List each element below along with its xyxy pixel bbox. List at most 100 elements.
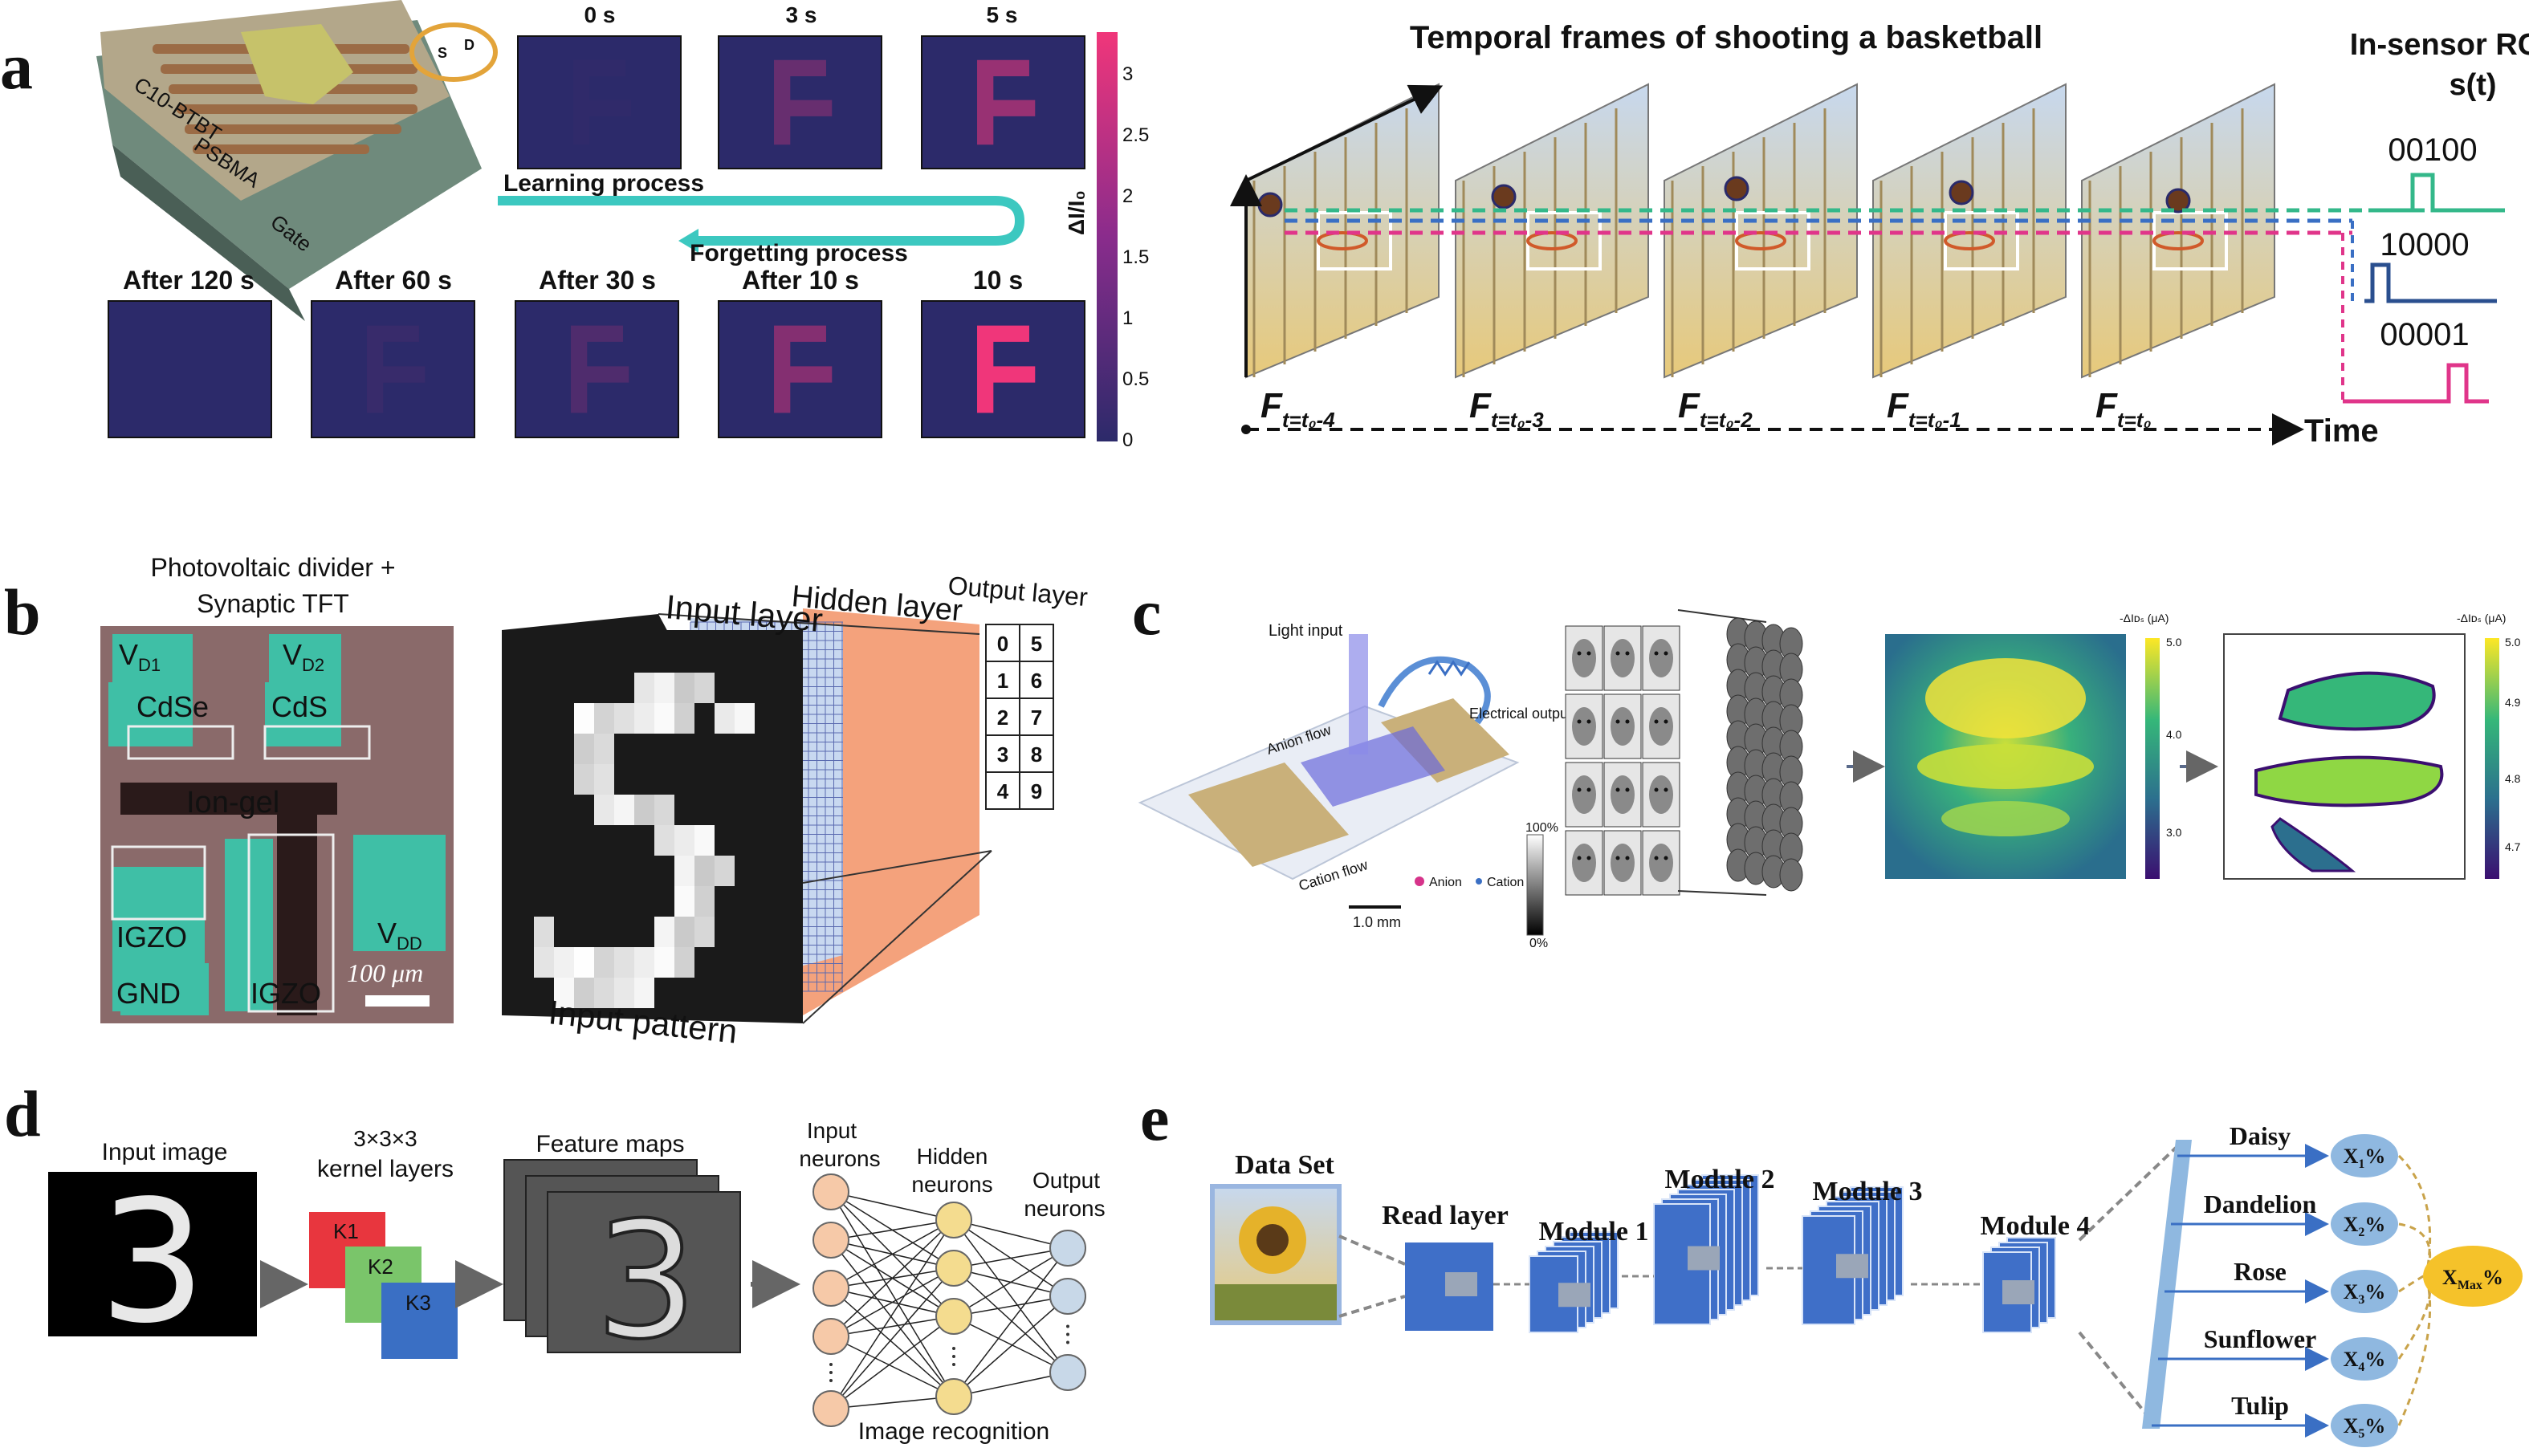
face-shape (1611, 844, 1635, 882)
hidden-neurons-line2: neurons (911, 1172, 992, 1197)
module-1-label: Module 1 (1539, 1217, 1649, 1247)
digit-pixel (534, 947, 554, 978)
nn-connection (830, 1267, 955, 1409)
neuron (935, 1202, 972, 1238)
digit-pixel (554, 978, 574, 1008)
face-eye (1664, 719, 1668, 724)
face-shape (1572, 639, 1596, 677)
face-eye (1586, 651, 1591, 656)
light-input-label: Light input (1269, 622, 1343, 640)
x-prefix: X (2344, 1348, 2359, 1371)
time-label-10s: 10 s (973, 266, 1023, 295)
hoop (1944, 231, 1995, 250)
segment-colorbar (2485, 638, 2499, 879)
x-percent: % (2364, 1213, 2385, 1236)
module-1-window (1558, 1283, 1590, 1308)
basketball (1257, 192, 1283, 218)
time-label-0s: 0 s (584, 2, 616, 27)
nn-connection (830, 1316, 955, 1337)
face-eye (1625, 719, 1630, 724)
nn-connection (830, 1191, 955, 1397)
ellipsis-dot (1066, 1324, 1069, 1328)
class-output-node (2331, 1404, 2398, 1447)
digit-pixel (634, 703, 654, 734)
basketball-title: Temporal frames of shooting a basketball (1410, 20, 2042, 55)
digit-pixel (694, 856, 715, 886)
forgetting-process-label: Forgetting process (690, 240, 908, 266)
colorbar-tick: 2 (1122, 185, 1133, 207)
digit-pixel (654, 673, 674, 703)
class-output-node (2331, 1202, 2398, 1246)
digit-pixel (674, 917, 694, 947)
face-eye (1654, 856, 1659, 860)
face-eye (1577, 719, 1582, 724)
drain-label: D (464, 37, 474, 53)
segment-colorbar-title: -ΔIᴅₛ (μA) (2457, 612, 2506, 624)
nn-connection (953, 1219, 1069, 1373)
frame-top-1 (718, 35, 882, 169)
digit-pixel (594, 978, 614, 1008)
digit-pixel (594, 795, 614, 825)
neuron (1049, 1278, 1086, 1315)
module-4-window (2002, 1280, 2034, 1304)
colorbar-ticks: 32.521.510.50 (1122, 63, 1149, 451)
segment-cbar-tick-3: 4.8 (2505, 772, 2521, 785)
sunflower-center (1256, 1224, 1289, 1256)
kernel-title-line2: kernel layers (317, 1156, 454, 1182)
face-eye (1577, 856, 1582, 860)
output-cell-value: 2 (997, 706, 1008, 730)
frame-label-f: F (1887, 386, 1909, 425)
ellipsis-dot (952, 1347, 955, 1350)
x-percent: % (2364, 1145, 2385, 1168)
face-shape (1572, 844, 1596, 882)
nn-connection (953, 1247, 1069, 1397)
time-axis-origin (1241, 425, 1251, 434)
digit-pixel (634, 978, 654, 1008)
scale-label: 100 μm (347, 958, 423, 987)
frame-top-0 (517, 35, 682, 169)
neural-network (812, 1173, 1086, 1427)
xmax-label: XMax% (2442, 1266, 2503, 1292)
face-cbar-tick-4: 4.0 (2166, 728, 2182, 741)
ellipsis-dot (829, 1379, 833, 1382)
time-axis-label: Time (2304, 413, 2379, 449)
x-prefix: X (2344, 1145, 2359, 1168)
kernel-k3 (381, 1283, 458, 1359)
neuron (935, 1298, 972, 1335)
nn-connection (953, 1295, 1069, 1317)
neuron (1049, 1230, 1086, 1267)
projection-line-1 (802, 850, 992, 884)
frame-label-f: F (1678, 386, 1700, 425)
frame-label-0: Ft=t₀-4 (1260, 386, 1335, 432)
electrode-right (1381, 698, 1509, 783)
class-label-dandelion: Dandelion (2204, 1190, 2317, 1218)
ellipsis-dot (952, 1355, 955, 1358)
hoop (1526, 231, 1578, 250)
face-shape (1611, 639, 1635, 677)
basketball-frame-3 (1872, 83, 2067, 379)
panel-b-label: b (4, 575, 41, 649)
output-cell (1019, 624, 1054, 662)
class-output-label: X4% (2344, 1348, 2386, 1374)
face-eye (1586, 787, 1591, 792)
output-cell-value: 9 (1031, 779, 1042, 803)
time-label-5s: 5 s (987, 2, 1018, 27)
basketball (1724, 176, 1749, 201)
kernel-k2-label: K2 (368, 1255, 393, 1279)
panel-e: e Data Set Read layer Module 1 Module 2 … (1140, 1081, 2523, 1447)
digit-pixel (574, 978, 594, 1008)
module-2-label: Module 2 (1665, 1165, 1775, 1194)
basketball-frame-4 (2081, 83, 2275, 379)
process-arrow-head (678, 229, 698, 253)
nn-connection (830, 1219, 955, 1289)
gnd-label: GND (116, 977, 181, 1010)
digit-pixel (614, 947, 634, 978)
nn-connection (830, 1336, 955, 1397)
face-shape (1649, 639, 1673, 677)
learning-frames (517, 35, 1085, 169)
rc-title: In-sensor RC (2350, 28, 2529, 62)
input-digit: 3 (99, 1164, 206, 1360)
digit-pixel (594, 947, 614, 978)
sensor-array (1726, 617, 1803, 892)
